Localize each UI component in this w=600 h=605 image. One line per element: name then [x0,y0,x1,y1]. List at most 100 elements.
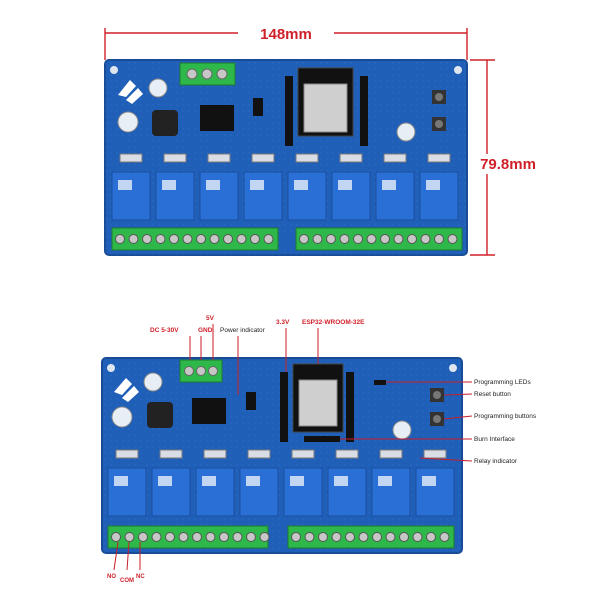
terminal-screw [345,532,355,542]
terminal-screw [426,532,436,542]
relay [283,467,323,517]
capacitor [148,78,168,98]
annotation-dc-input: DC 5-30V [150,327,179,334]
terminal-screw [353,234,363,244]
terminal-screw [434,234,444,244]
terminal-screw [192,532,202,542]
programming-leds [374,380,386,385]
bottom-board [101,357,463,554]
terminal-screw [366,234,377,244]
relay-led [427,153,451,163]
annotation-nc: NC [136,574,145,580]
relay-led [383,153,407,163]
relay [243,171,283,221]
terminal-screw [209,234,220,244]
terminal-screw [299,234,309,244]
relay-led-row [119,153,451,163]
terminal-screw [312,234,323,244]
relay [331,171,371,221]
esp32-module [280,363,354,442]
top-pin-annotations: DC 5-30V GND 5V 3.3V ESP32-WROOM-32E Pow… [150,315,365,395]
relay-led [339,153,363,163]
width-label: 148mm [260,26,312,43]
terminal-screw [111,532,121,542]
terminal-screw [128,234,139,244]
relay [287,171,327,221]
relay-led [423,449,447,459]
terminal-screw [165,532,175,542]
annotation-power-indicator: Power indicator [220,327,266,334]
relay [107,467,147,517]
logo-icon [118,80,143,104]
terminal-screw [304,532,315,542]
relay-led [119,153,143,163]
relay-row [107,467,455,517]
relay-led [159,449,183,459]
terminal-screw [399,532,409,542]
relay-led [335,449,359,459]
top-board [104,59,468,256]
annotation-no: NO [107,574,116,580]
relay-led [115,449,139,459]
terminal-screw [182,234,193,244]
power-terminal [179,62,236,86]
right-annotations: Programming LEDs Reset button Programmin… [340,379,537,465]
terminal-screw [124,532,135,542]
terminal-screw [331,532,342,542]
relay-led [207,153,231,163]
terminal-screw [250,234,260,244]
terminal-screw [246,532,256,542]
width-dimension: 148mm [104,24,468,60]
annotation-esp32: ESP32-WROOM-32E [302,319,365,326]
inductor [152,110,178,136]
relay [111,171,151,221]
terminal-screw [138,532,148,542]
relay-led [251,153,275,163]
terminal-screw [196,234,206,244]
annotation-5v: 5V [206,315,215,322]
terminal-screw [358,532,369,542]
relay-led [203,449,227,459]
terminal-screw [372,532,382,542]
terminal-screw [142,234,152,244]
relay [327,467,367,517]
terminal-screw [219,532,229,542]
terminal-screw [155,234,166,244]
mount-hole [110,66,118,74]
relay [155,171,195,221]
relay-led [163,153,187,163]
annotation-reset-button: Reset button [474,391,511,398]
terminal-screw [169,234,179,244]
terminal-screw [380,234,390,244]
relay [419,171,459,221]
terminal-screw [232,532,243,542]
terminal-block-left [111,227,279,251]
mount-hole [454,66,462,74]
terminal-screw [178,532,189,542]
relay-led [295,153,319,163]
relay-led-row [115,449,447,459]
relay [371,467,411,517]
relay [375,171,415,221]
relay [195,467,235,517]
terminal-screw [318,532,328,542]
terminal-screw [439,532,450,542]
terminal-block-right [295,227,463,251]
relay-led [379,449,403,459]
terminal-screw [420,234,431,244]
relay-led [291,449,315,459]
power-terminal [179,359,223,383]
terminal-screw [447,234,458,244]
terminal-block-right [287,525,455,549]
terminal-screw [326,234,336,244]
terminal-screw [407,234,417,244]
terminal-screw [393,234,404,244]
burn-interface [304,436,340,442]
annotation-programming-leds: Programming LEDs [474,379,531,386]
height-dimension: 79.8mm [468,59,548,256]
annotation-3v3: 3.3V [276,319,290,326]
annotation-relay-indicator: Relay indicator [474,458,518,465]
terminal-screw [259,532,270,542]
esp32-module [285,67,368,146]
